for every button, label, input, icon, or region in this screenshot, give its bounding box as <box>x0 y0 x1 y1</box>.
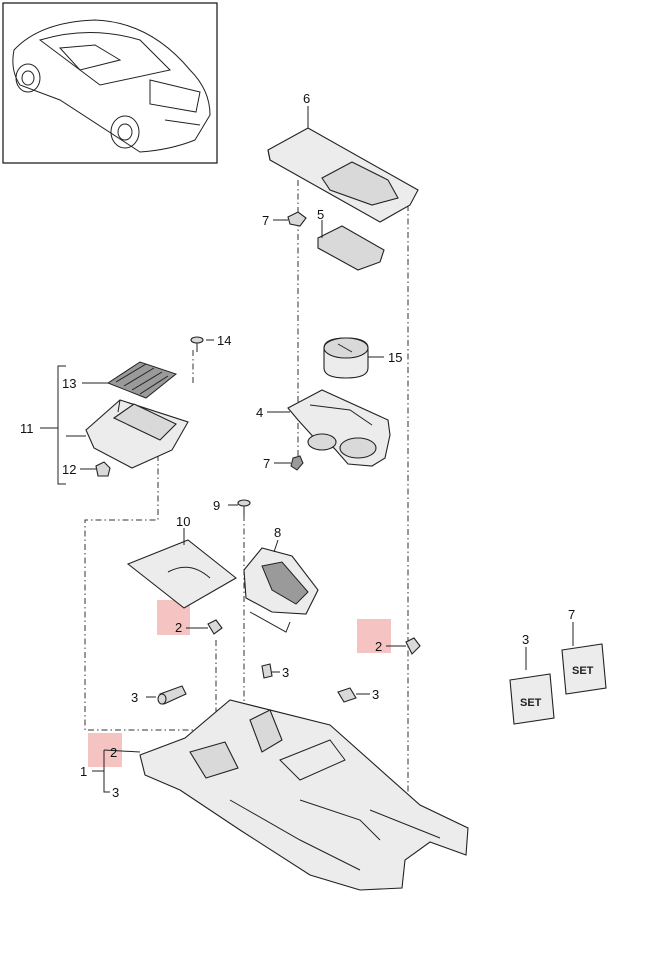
label-10: 10 <box>176 514 190 529</box>
part-9-screw <box>237 499 251 516</box>
label-7: 7 <box>263 456 270 471</box>
label-3: 3 <box>131 690 138 705</box>
part-7-clip <box>290 455 304 471</box>
label-3: 3 <box>112 785 119 800</box>
part-6-cover <box>267 127 419 223</box>
label-7: 7 <box>262 213 269 228</box>
label-4: 4 <box>256 405 263 420</box>
leader-lines <box>40 106 574 793</box>
label-7: 7 <box>568 607 575 622</box>
part-3-plug <box>157 685 187 705</box>
part-13-mat <box>106 361 178 399</box>
label-6: 6 <box>303 91 310 106</box>
set-button-right: SET <box>561 643 607 695</box>
label-12: 12 <box>62 462 76 477</box>
part-1-console <box>139 699 469 891</box>
part-3-clip <box>337 687 357 703</box>
part-2-clip <box>207 619 223 635</box>
part-7-clip <box>287 211 307 227</box>
label-13: 13 <box>62 376 76 391</box>
part-12-clip <box>95 461 111 477</box>
label-3: 3 <box>372 687 379 702</box>
part-14-screw <box>190 336 204 352</box>
label-1: 1 <box>80 764 87 779</box>
set-button-left-text: SET <box>520 697 542 709</box>
label-14: 14 <box>217 333 231 348</box>
label-11: 11 <box>20 421 34 436</box>
part-15-cup <box>323 337 369 379</box>
label-9: 9 <box>213 498 220 513</box>
highlight-box <box>357 619 391 653</box>
part-11-tray <box>85 399 189 469</box>
part-8-switch-panel <box>243 547 319 633</box>
label-2: 2 <box>110 745 117 760</box>
part-4-cupholder <box>287 389 391 467</box>
label-2: 2 <box>175 620 182 635</box>
part-2-clip <box>405 637 421 655</box>
part-10-sheet <box>126 539 237 609</box>
set-button-right-text: SET <box>572 665 594 677</box>
callout-labels: 6 7 5 14 15 13 11 4 12 7 9 10 8 2 2 3 7 … <box>20 91 575 800</box>
part-3-clip <box>261 663 273 679</box>
label-3: 3 <box>282 665 289 680</box>
label-15: 15 <box>388 350 402 365</box>
label-5: 5 <box>317 207 324 222</box>
part-5-pad <box>317 225 385 271</box>
set-button-left: SET <box>509 673 555 725</box>
label-8: 8 <box>274 525 281 540</box>
label-2: 2 <box>375 639 382 654</box>
label-3: 3 <box>522 632 529 647</box>
vehicle-thumbnail <box>2 2 218 164</box>
